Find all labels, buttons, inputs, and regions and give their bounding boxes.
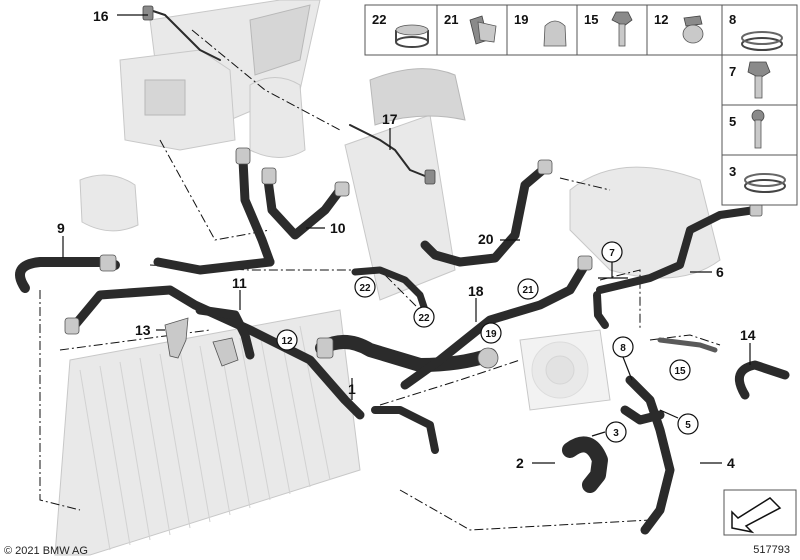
circled-references: 22 22 21 12 19 7 8 15: [276, 241, 699, 443]
callout-2: 2: [516, 455, 524, 471]
hose-4: [620, 375, 675, 535]
intercooler: [344, 68, 466, 301]
hose-18: [400, 255, 593, 390]
radiator: [54, 309, 361, 556]
callout-4: 4: [727, 455, 735, 471]
legend-item-5: 5: [729, 109, 765, 149]
legend-num-21: 21: [444, 12, 458, 27]
hose-2: [562, 436, 608, 493]
circled-7-label: 7: [609, 248, 615, 259]
callout-labels: 16 17 10 9 20 11 18 6 13 14 1 2 4: [57, 8, 756, 471]
legend-num-7: 7: [729, 64, 736, 79]
circled-21: 21: [517, 278, 539, 300]
circled-22-a: 22: [354, 276, 376, 298]
circled-22-a-label: 22: [359, 283, 371, 294]
callout-17: 17: [382, 111, 398, 127]
legend-item-8: 8: [729, 12, 783, 51]
hose-1: [315, 335, 499, 454]
copyright: © 2021 BMW AG: [4, 545, 88, 557]
leader-lines: [62, 14, 751, 464]
circled-3-label: 3: [613, 428, 619, 439]
circled-3: 3: [605, 421, 627, 443]
parts-legend: 22 21 19 15 12 8 7: [364, 4, 798, 206]
callout-9: 9: [57, 220, 65, 236]
hose-9: [15, 254, 120, 293]
coolant-reservoir-left: [119, 49, 236, 151]
hose-17: [349, 124, 436, 185]
hose-6: [593, 203, 763, 329]
circled-22-b: 22: [413, 306, 435, 328]
legend-num-3: 3: [729, 164, 736, 179]
pump-upper-left: [79, 174, 139, 232]
callout-1: 1: [348, 381, 356, 397]
diagram-id: 517793: [753, 544, 790, 556]
circled-19-label: 19: [485, 329, 497, 340]
circled-7: 7: [601, 241, 623, 263]
connection-lines: [39, 29, 721, 531]
callout-10: 10: [330, 220, 346, 236]
legend-item-22: 22: [372, 12, 429, 48]
callout-6: 6: [716, 264, 724, 280]
callout-14: 14: [740, 327, 756, 343]
hose-20: [420, 159, 553, 267]
legend-item-19: 19: [514, 12, 567, 47]
hose-16: [142, 5, 221, 61]
water-pump: [519, 329, 611, 411]
bracket-13: [164, 317, 189, 359]
legend-num-22: 22: [372, 12, 386, 27]
circled-5-label: 5: [685, 420, 691, 431]
circled-21-label: 21: [522, 285, 534, 296]
direction-arrow-icon: [723, 489, 797, 536]
legend-item-3: 3: [729, 164, 786, 193]
callout-18: 18: [468, 283, 484, 299]
circled-15-label: 15: [674, 366, 686, 377]
legend-num-15: 15: [584, 12, 598, 27]
circled-12-label: 12: [281, 336, 293, 347]
legend-num-8: 8: [729, 12, 736, 27]
legend-item-12: 12: [654, 12, 704, 44]
circled-19: 19: [480, 322, 502, 344]
callout-20: 20: [478, 231, 494, 247]
legend-num-19: 19: [514, 12, 528, 27]
callout-16: 16: [93, 8, 109, 24]
hose-14: [657, 337, 790, 400]
circled-12: 12: [276, 329, 298, 351]
legend-item-21: 21: [444, 12, 497, 45]
expansion-tank: [249, 77, 306, 158]
hose-11: [64, 285, 365, 420]
circled-8: 8: [612, 336, 634, 358]
circled-15: 15: [669, 359, 691, 381]
callout-13: 13: [135, 322, 151, 338]
sensor-11: [212, 337, 239, 367]
circled-8-label: 8: [620, 343, 626, 354]
circled-5: 5: [677, 413, 699, 435]
legend-num-12: 12: [654, 12, 668, 27]
hose-22-small: [351, 266, 429, 314]
legend-item-7: 7: [729, 61, 771, 99]
hose-10: [153, 147, 350, 275]
legend-item-15: 15: [584, 11, 633, 47]
circled-22-b-label: 22: [418, 313, 430, 324]
legend-num-5: 5: [729, 114, 736, 129]
callout-11: 11: [232, 275, 247, 291]
